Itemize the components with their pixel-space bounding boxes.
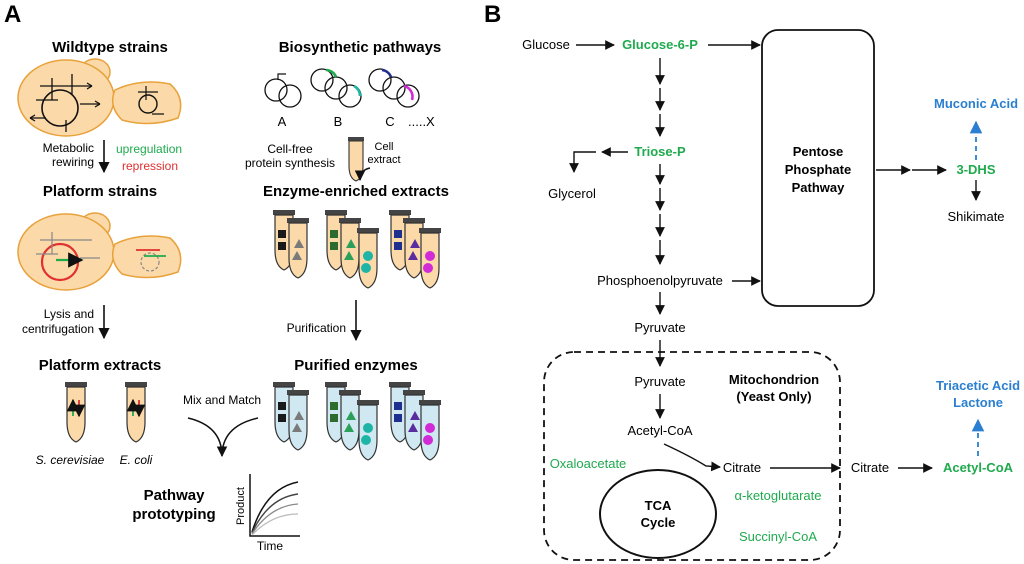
node-3-dhs: 3-DHS: [956, 162, 995, 177]
yeast-cell-platform: [17, 212, 115, 291]
plasmid-label-x: .....X: [408, 114, 435, 129]
bacteria-cell-platform: [111, 235, 182, 279]
tube-s-cerevisiae: [64, 381, 88, 443]
lysis-label-2: centrifugation: [22, 322, 94, 336]
plasmid-label-a: A: [278, 114, 287, 129]
plasmid-a: [264, 73, 302, 108]
lysis-label-1: Lysis and: [44, 307, 94, 321]
enzyme-tubes-group-2: [324, 209, 380, 289]
node-glucose: Glucose: [522, 37, 570, 52]
tca-label-1: TCA: [645, 498, 672, 513]
ppp-box: [761, 29, 875, 307]
node-glucose-6-p: Glucose-6-P: [622, 37, 698, 52]
node-shikimate: Shikimate: [947, 209, 1004, 224]
plasmid-c: [368, 68, 420, 108]
mito-label-2: (Yeast Only): [736, 389, 811, 404]
cell-free-label-2: protein synthesis: [245, 156, 335, 170]
purified-tubes-group-3: [388, 381, 442, 461]
tca-label-2: Cycle: [641, 515, 676, 530]
ppp-label-3: Pathway: [792, 180, 846, 195]
node-tal-1: Triacetic Acid: [936, 378, 1020, 393]
node-succinyl-coa: Succinyl-CoA: [739, 529, 817, 544]
pathway-prototyping-2: prototyping: [132, 506, 215, 523]
ppp-label-1: Pentose: [793, 144, 844, 159]
node-triose-p: Triose-P: [634, 144, 686, 159]
pathway-prototyping-1: Pathway: [144, 487, 206, 504]
cell-extract-label-1: Cell: [375, 141, 394, 153]
platform-strains-title: Platform strains: [43, 183, 157, 200]
tube-e-coli: [124, 381, 148, 443]
mix-match-label: Mix and Match: [183, 393, 261, 407]
merge-arrow: [187, 417, 259, 456]
plasmid-b: [310, 68, 362, 108]
node-a-ketoglutarate: α-ketoglutarate: [734, 488, 821, 503]
rewiring-label-1: Metabolic: [43, 141, 94, 155]
species-e-coli: E. coli: [120, 453, 153, 467]
tca-cycle: [599, 469, 717, 559]
rewiring-label-2: rewiring: [52, 155, 94, 169]
node-pyruvate: Pyruvate: [634, 320, 685, 335]
plasmid-label-b: B: [334, 114, 343, 129]
biosynthetic-title: Biosynthetic pathways: [279, 39, 442, 56]
wildtype-title: Wildtype strains: [52, 39, 168, 56]
product-time-plot: Product Time: [235, 474, 300, 553]
node-acetyl-coa: Acetyl-CoA: [943, 460, 1014, 475]
enzyme-title: Enzyme-enriched extracts: [263, 183, 449, 200]
node-mito-acetyl-coa: Acetyl-CoA: [627, 423, 692, 438]
plasmid-label-c: C: [385, 114, 394, 129]
repression-label: repression: [122, 159, 178, 173]
purified-title: Purified enzymes: [294, 357, 417, 374]
panel-a-label: A: [4, 1, 21, 28]
panel-b-label: B: [484, 1, 501, 28]
plot-ylabel: Product: [235, 487, 247, 525]
edge-glycerol-branch: [569, 151, 596, 173]
purification-label: Purification: [287, 321, 346, 335]
cell-free-label-1: Cell-free: [267, 142, 313, 156]
ppp-label-2: Phosphate: [785, 162, 851, 177]
panel-b: B Glucose Glucose-6-P Triose-P Glycerol …: [484, 1, 1020, 561]
enzyme-tubes-group-3: [388, 209, 442, 289]
cell-free-arrow: [354, 167, 371, 182]
platform-extracts-title: Platform extracts: [39, 357, 162, 374]
cell-extract-label-2: extract: [367, 154, 400, 166]
plot-xlabel: Time: [257, 539, 284, 553]
purified-tubes-group-1: [272, 381, 310, 451]
node-phosphoenolpyruvate: Phosphoenolpyruvate: [597, 273, 723, 288]
mito-label-1: Mitochondrion: [729, 372, 819, 387]
node-mito-pyruvate: Pyruvate: [634, 374, 685, 389]
enzyme-tubes-group-1: [272, 209, 310, 279]
upregulation-label: upregulation: [116, 142, 182, 156]
node-glycerol: Glycerol: [548, 186, 596, 201]
bacteria-cell-wildtype: [111, 81, 182, 125]
species-s-cerevisiae: S. cerevisiae: [36, 453, 105, 467]
panel-a: A Wildtype strains Metabolic rewiring up…: [4, 1, 449, 553]
node-citrate-outer: Citrate: [851, 460, 889, 475]
node-muconic-acid: Muconic Acid: [934, 96, 1018, 111]
yeast-cell-wildtype: [17, 58, 115, 137]
node-citrate-inner: Citrate: [723, 460, 761, 475]
purified-tubes-group-2: [324, 381, 380, 461]
node-oxaloacetate: Oxaloacetate: [550, 456, 627, 471]
node-tal-2: Lactone: [953, 395, 1003, 410]
edge-acetyl-citrate: [663, 443, 721, 472]
